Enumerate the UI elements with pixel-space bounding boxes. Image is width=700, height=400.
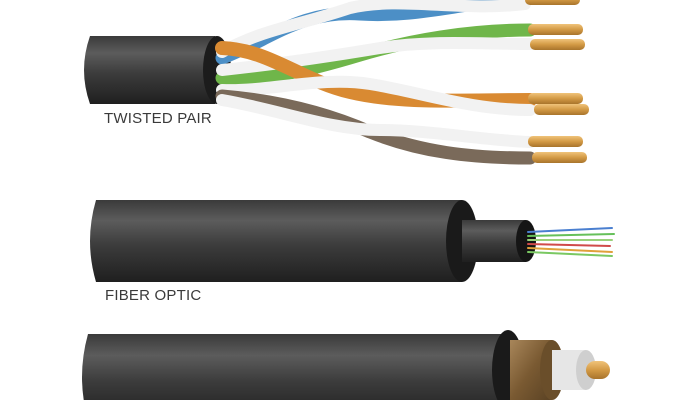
- copper-tip: [528, 24, 583, 35]
- twisted-pair-copper-tips: [525, 0, 589, 163]
- fiber-strand-orange: [527, 247, 613, 253]
- fiber-strand-green-2: [527, 251, 613, 257]
- fiber-optic-cable: [90, 200, 615, 282]
- fiber-optic-strands: [527, 227, 615, 257]
- fiber-optic-buffer: [462, 220, 526, 262]
- coaxial-shield: [510, 340, 552, 400]
- copper-tip: [530, 39, 585, 50]
- fiber-strand-blue: [527, 227, 613, 233]
- copper-tip: [528, 93, 583, 104]
- fiber-optic-jacket: [90, 200, 462, 282]
- twisted-pair-wires: [215, 0, 537, 165]
- twisted-pair-label: TWISTED PAIR: [104, 110, 212, 127]
- copper-tip: [532, 152, 587, 163]
- wire-orange-white: [216, 75, 536, 116]
- fiber-strand-green: [527, 233, 615, 237]
- wire-blue-white: [216, 0, 531, 58]
- copper-tip: [528, 136, 583, 147]
- coaxial-center-conductor: [586, 361, 610, 379]
- coaxial-cable: [82, 330, 610, 400]
- twisted-pair-cable: [84, 0, 589, 165]
- fiber-optic-label: FIBER OPTIC: [105, 287, 202, 304]
- copper-tip: [525, 0, 580, 5]
- wire-brown-white: [216, 94, 536, 148]
- fiber-strand-red: [527, 243, 611, 247]
- copper-tip: [534, 104, 589, 115]
- twisted-pair-jacket: [84, 36, 224, 104]
- coaxial-jacket: [82, 334, 508, 400]
